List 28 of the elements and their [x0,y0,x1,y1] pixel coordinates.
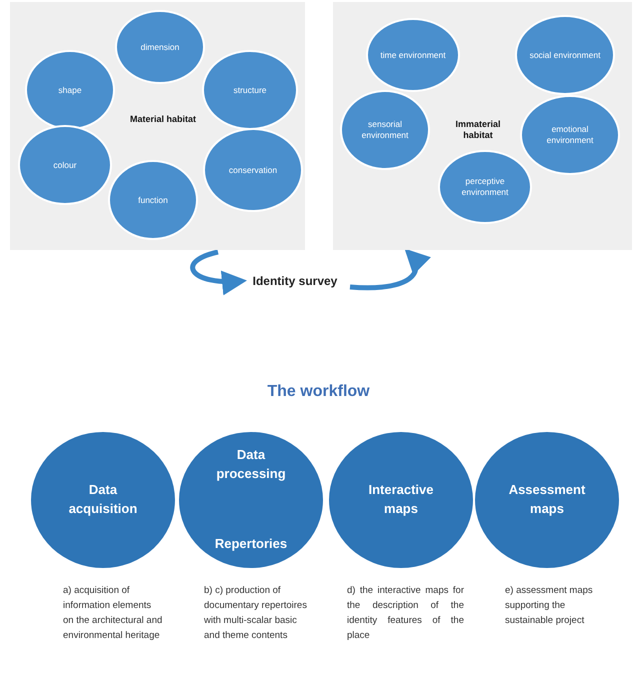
topic-ellipse: perceptive environment [438,150,532,224]
step-title: Assessment maps [508,481,586,518]
topic-ellipse: shape [25,50,115,130]
step-title: Repertories [214,535,288,554]
topic-ellipse: social environment [515,15,615,95]
curved-arrow [350,248,430,290]
curved-arrow [190,250,247,295]
step-description: e) assessment maps supporting the sustainable project [505,584,594,628]
topic-ellipse: sensorial environment [340,90,430,170]
habitat-heading: Material habitat [128,114,197,125]
step-title: Data acquisition [68,481,138,518]
survey-label: Identity survey [245,270,345,292]
habitat-panel [333,2,632,250]
topic-ellipse: time environment [366,18,460,92]
step-description: a) acquisition of information elements on the architectural and environmental heritage [63,584,163,643]
topic-ellipse: structure [202,50,298,130]
habitat-panel [10,2,305,250]
topic-ellipse: dimension [115,10,205,84]
diagram-title: The workflow [266,383,371,401]
topic-ellipse: function [108,160,198,240]
step-description: d) the interactive maps for the description of the identity features of the place [347,584,464,643]
topic-ellipse: emotional environment [520,95,620,175]
step-description: b) c) production of documentary repertoires with multi-scalar basic and theme contents [204,584,308,643]
step-title: Interactive maps [367,481,435,518]
topic-ellipse: colour [18,125,112,205]
topic-ellipse: conservation [203,128,303,212]
habitat-heading: Immaterial habitat [454,119,502,141]
step-title: Data processing [215,446,287,483]
